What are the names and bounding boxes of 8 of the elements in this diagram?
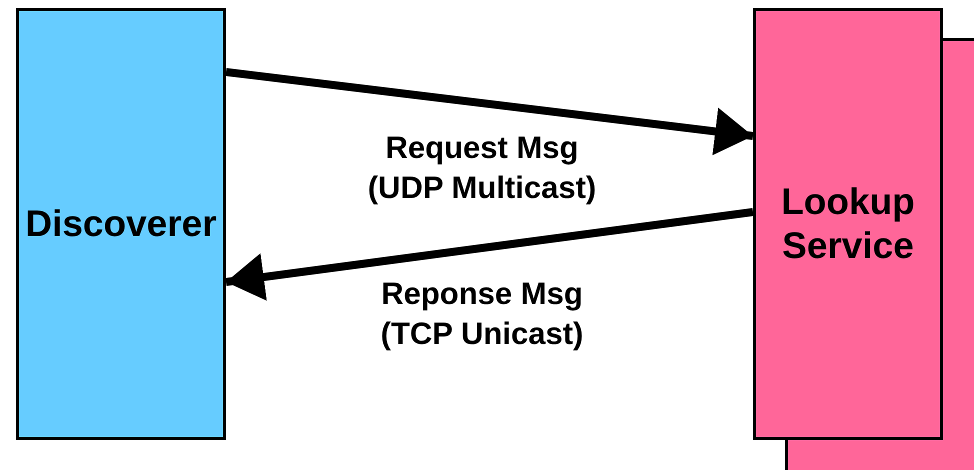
- edge-label: Reponse Msg (TCP Unicast): [380, 275, 584, 354]
- node-label: Discoverer: [25, 202, 217, 246]
- arrow: [226, 68, 754, 156]
- arrow: [225, 208, 754, 301]
- service-box: [753, 8, 943, 440]
- discoverer-box: [16, 8, 226, 440]
- edge-label: Request Msg (UDP Multicast): [366, 129, 598, 208]
- node-label: Lookup Service: [780, 180, 916, 268]
